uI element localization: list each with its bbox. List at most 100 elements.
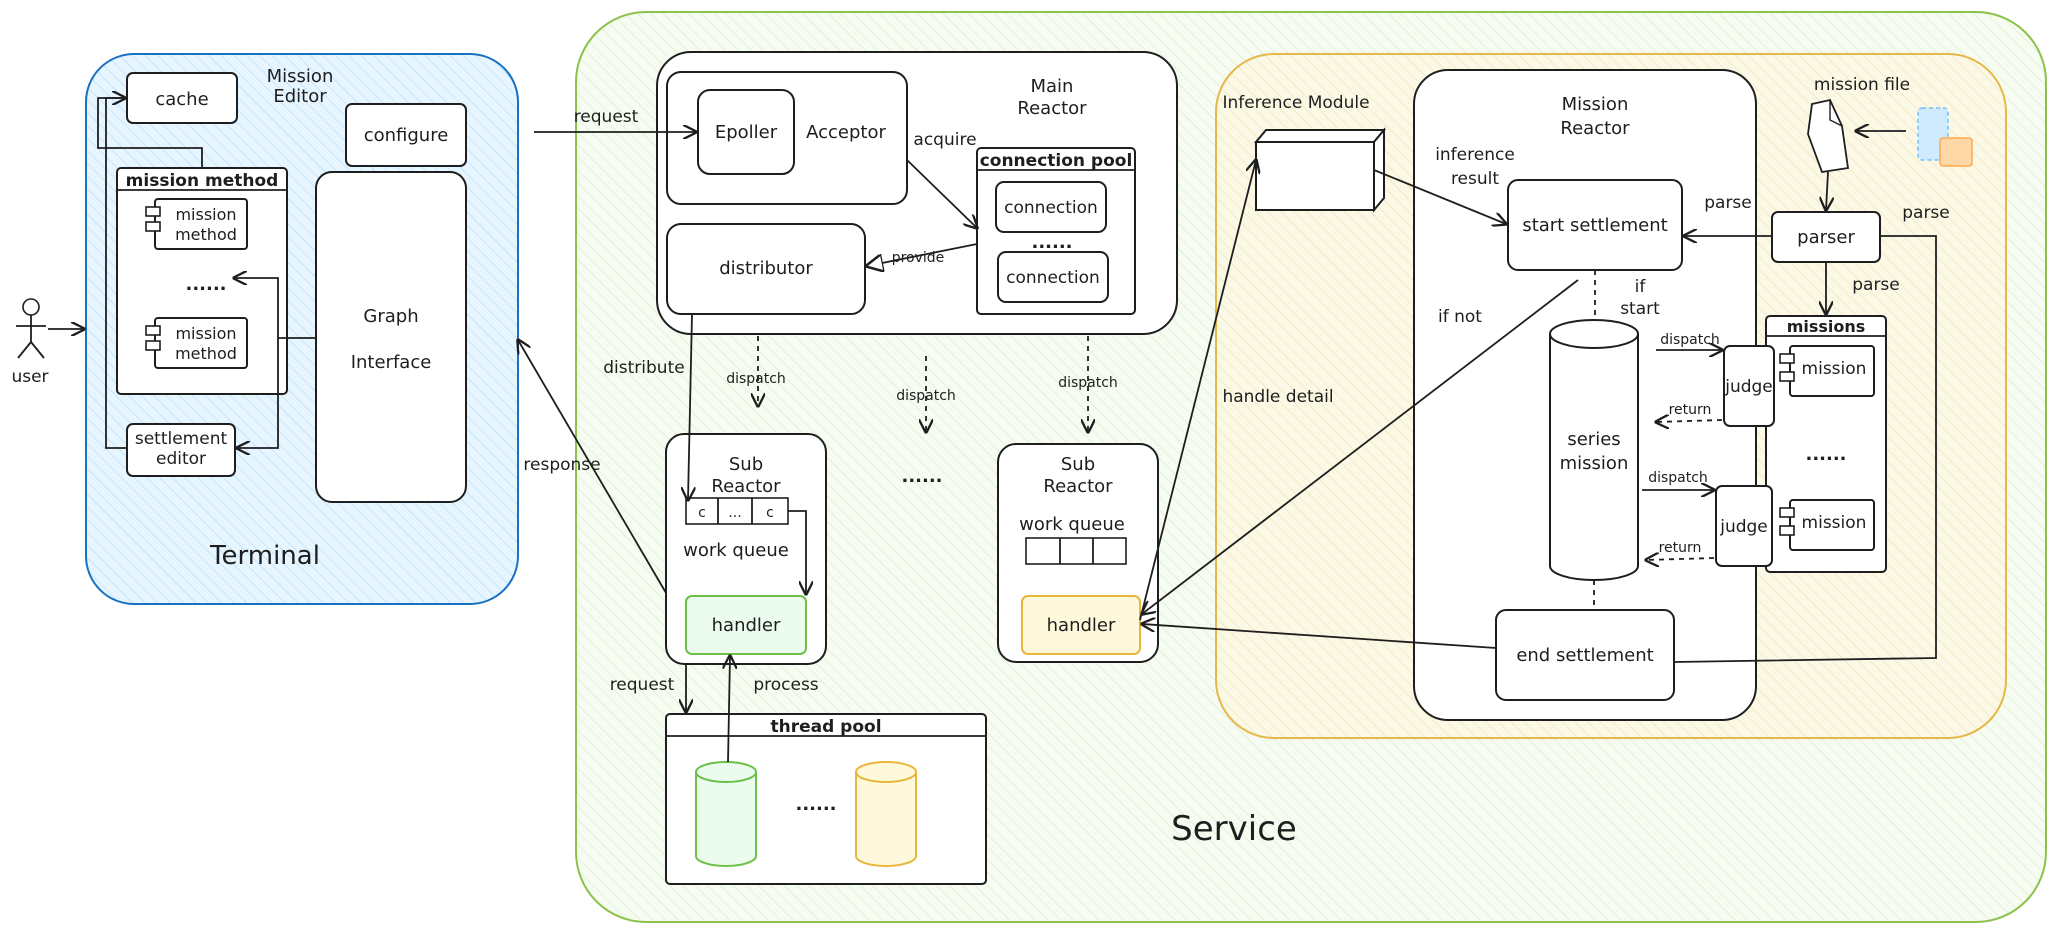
component-icon bbox=[1779, 507, 1795, 536]
work-queue-right bbox=[1025, 537, 1127, 565]
thread-pool-ellipsis: ...... bbox=[795, 794, 836, 815]
provide-arrow bbox=[867, 243, 978, 266]
missions-ellipsis: ...... bbox=[1805, 444, 1846, 465]
return-1-label: return bbox=[1669, 402, 1712, 418]
handle-detail-arrow bbox=[1139, 160, 1256, 621]
connection-box[interactable] bbox=[995, 181, 1107, 233]
parse-to-end-line bbox=[1673, 235, 1937, 663]
mission-item-label-2: mission bbox=[1802, 513, 1867, 533]
graph-to-settlement-arrow bbox=[237, 338, 279, 448]
file-to-parser-arrow bbox=[1826, 171, 1828, 210]
connection-box[interactable] bbox=[997, 251, 1109, 303]
graph-to-method-arrow bbox=[234, 278, 316, 339]
dispatch-label-left: dispatch bbox=[726, 371, 786, 387]
end-settlement-box[interactable] bbox=[1495, 609, 1675, 701]
distributor-label: distributor bbox=[719, 258, 813, 279]
judge-label-1: judge bbox=[1724, 377, 1773, 397]
data-source-icon bbox=[1917, 107, 1973, 167]
thread-pool-title: thread pool bbox=[770, 717, 881, 737]
thread-cylinder-icon bbox=[695, 761, 757, 867]
provide-label: provide bbox=[892, 250, 945, 266]
mission-method-ellipsis: ...... bbox=[185, 274, 226, 295]
process-label: process bbox=[753, 675, 818, 695]
settlement-editor-box[interactable] bbox=[126, 423, 236, 477]
return-2-label: return bbox=[1659, 540, 1702, 556]
queue-cell: ... bbox=[728, 505, 741, 521]
judge-label-2: judge bbox=[1719, 517, 1768, 537]
end-settlement-label: end settlement bbox=[1516, 645, 1653, 666]
queue-to-handler-arrow bbox=[788, 510, 806, 594]
connection-pool-title: connection pool bbox=[980, 151, 1133, 171]
mission-file-label: mission file bbox=[1814, 75, 1910, 95]
queue-cell: c bbox=[698, 505, 706, 521]
process-arrow bbox=[728, 656, 730, 763]
parse-label-1: parse bbox=[1704, 193, 1752, 213]
acquire-arrow bbox=[906, 159, 977, 228]
file-icon bbox=[1807, 98, 1850, 174]
series-mission-cylinder[interactable] bbox=[1549, 319, 1639, 581]
configure-label: configure bbox=[364, 125, 449, 146]
missions-title: missions bbox=[1787, 317, 1866, 336]
return-1-arrow bbox=[1656, 420, 1723, 422]
dispatch-label-mid: dispatch bbox=[896, 388, 956, 404]
dispatch-j2-label: dispatch bbox=[1648, 470, 1708, 486]
handle-detail-label: handle detail bbox=[1222, 387, 1333, 407]
start-to-handler-arrow bbox=[1142, 279, 1579, 614]
acceptor-label: Acceptor bbox=[806, 122, 886, 143]
handler-right-box[interactable] bbox=[1021, 595, 1141, 655]
end-to-handler-arrow bbox=[1142, 624, 1497, 649]
distribute-label: distribute bbox=[603, 358, 684, 378]
inference-module-label: Inference Module bbox=[1222, 93, 1369, 113]
work-queue-right-label: work queue bbox=[1019, 514, 1125, 535]
inference-result-arrow bbox=[1373, 169, 1506, 224]
start-settlement-label: start settlement bbox=[1522, 215, 1667, 236]
distribute-arrow bbox=[688, 313, 692, 500]
terminal-title: Terminal bbox=[209, 541, 320, 571]
component-icon bbox=[1779, 353, 1795, 382]
request-label-top: request bbox=[574, 107, 639, 127]
return-2-arrow bbox=[1646, 558, 1715, 560]
judge-box[interactable] bbox=[1715, 485, 1773, 567]
mission-method-title: mission method bbox=[126, 171, 279, 191]
mission-item[interactable] bbox=[1789, 499, 1875, 551]
queue-cell: c bbox=[766, 505, 774, 521]
method-to-cache-line bbox=[97, 97, 203, 168]
acquire-label: acquire bbox=[913, 130, 976, 150]
work-queue-left-label: work queue bbox=[683, 540, 789, 561]
component-icon bbox=[145, 206, 161, 232]
connection-label-1: connection bbox=[1004, 198, 1098, 218]
connection-ellipsis: ...... bbox=[1031, 232, 1072, 253]
user-label: user bbox=[11, 367, 48, 387]
configure-box[interactable] bbox=[345, 103, 467, 167]
middle-ellipsis: ...... bbox=[901, 466, 942, 487]
handler-left-box[interactable] bbox=[685, 595, 807, 655]
inference-module-cube[interactable] bbox=[1253, 127, 1387, 213]
parse-label-3: parse bbox=[1852, 275, 1900, 295]
epoller-box[interactable] bbox=[697, 89, 795, 175]
cache-box[interactable] bbox=[126, 72, 238, 124]
mission-item-label-1: mission bbox=[1802, 359, 1867, 379]
thread-cylinder-icon bbox=[855, 761, 917, 867]
service-title: Service bbox=[1171, 809, 1297, 849]
graph-interface-box[interactable] bbox=[315, 171, 467, 503]
parse-label-2: parse bbox=[1902, 203, 1950, 223]
handler-left-label: handler bbox=[712, 615, 781, 636]
mission-item[interactable] bbox=[1789, 345, 1875, 397]
epoller-label: Epoller bbox=[715, 122, 778, 143]
judge-box[interactable] bbox=[1723, 345, 1775, 427]
connection-label-2: connection bbox=[1006, 268, 1100, 288]
request-label-bottom: request bbox=[610, 675, 675, 695]
